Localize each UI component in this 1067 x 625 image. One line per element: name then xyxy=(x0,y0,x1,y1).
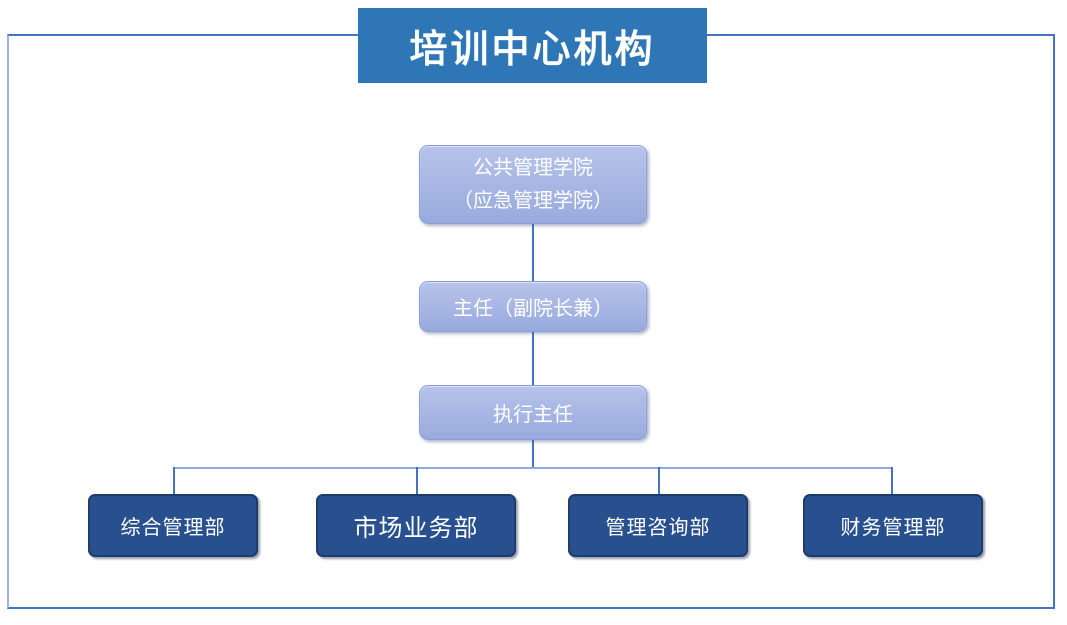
connector-drop-dept-3 xyxy=(658,467,660,494)
dept-label: 综合管理部 xyxy=(120,517,226,539)
org-node-director: 主任（副院长兼） xyxy=(419,281,647,332)
org-node-root-line1: 公共管理学院 xyxy=(473,156,593,179)
org-node-root-line2: （应急管理学院） xyxy=(453,189,613,212)
org-node-executive-director-label: 执行主任 xyxy=(493,404,573,426)
org-node-executive-director: 执行主任 xyxy=(419,385,647,440)
page-title-banner: 培训中心机构 xyxy=(358,8,707,83)
org-node-director-label: 主任（副院长兼） xyxy=(453,298,613,320)
connector-director-to-executive xyxy=(532,332,534,385)
org-node-dept-finance-management: 财务管理部 xyxy=(803,494,983,557)
connector-horizontal-bus xyxy=(173,467,893,469)
dept-label: 市场业务部 xyxy=(353,516,479,542)
connector-root-to-director xyxy=(532,224,534,281)
connector-drop-dept-4 xyxy=(891,467,893,494)
dept-label: 财务管理部 xyxy=(840,517,946,539)
connector-drop-dept-1 xyxy=(173,467,175,494)
org-node-dept-market-business: 市场业务部 xyxy=(316,494,516,557)
connector-executive-to-bus xyxy=(532,440,534,468)
org-node-root: 公共管理学院 （应急管理学院） xyxy=(419,145,647,224)
org-node-dept-management-consulting: 管理咨询部 xyxy=(568,494,748,557)
org-node-dept-general-management: 综合管理部 xyxy=(88,494,258,557)
dept-label: 管理咨询部 xyxy=(605,517,711,539)
connector-drop-dept-2 xyxy=(416,467,418,494)
page-title: 培训中心机构 xyxy=(409,29,656,71)
